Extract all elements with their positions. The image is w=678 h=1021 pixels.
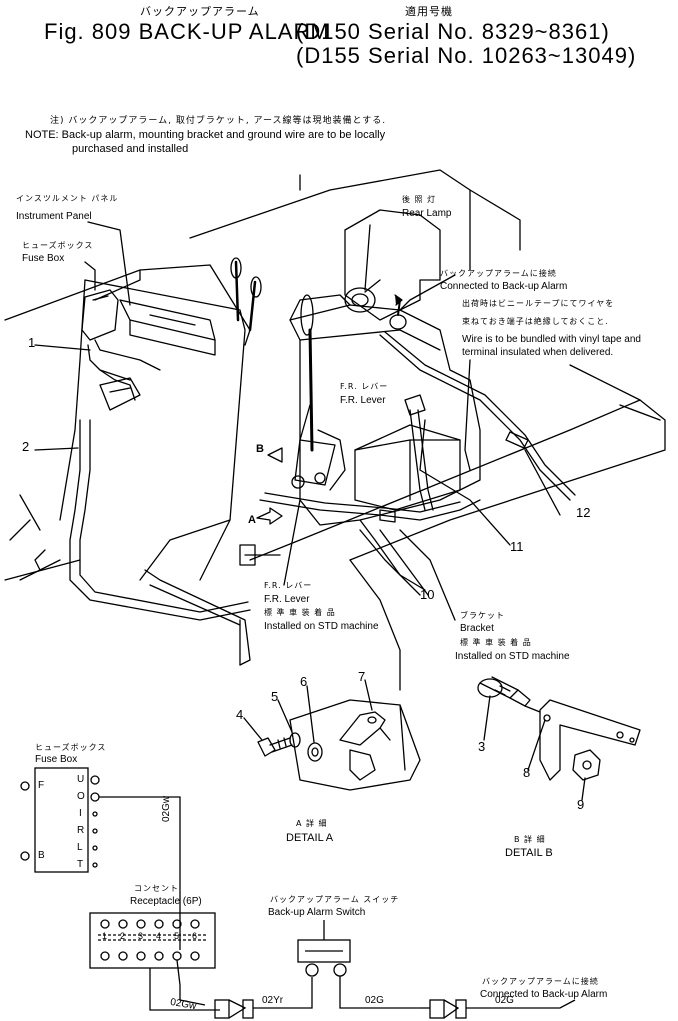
std-machine-label-2-jp: 標 準 車 装 着 品 <box>460 638 532 647</box>
figure-title: Fig. 809 BACK-UP ALARM <box>44 19 330 44</box>
arrow-a-label: A <box>248 514 256 526</box>
fr-lever-label-2-jp: F.R. レバー <box>264 581 313 590</box>
connected-2-label: Connected to Back-up Alarm <box>480 989 608 1000</box>
detail-b-label: DETAIL B <box>505 847 553 859</box>
wire-code-fuse: 02Gw <box>161 795 172 822</box>
rear-lamp-label: Rear Lamp <box>402 208 452 219</box>
bracket-label-jp: ブラケット <box>460 611 505 620</box>
connected-label-jp: バックアップアラームに接続 <box>440 269 557 278</box>
receptacle-pin-5: 5 <box>174 931 180 941</box>
fuse-terminal-i: I <box>79 808 82 819</box>
instrument-panel-label: Instrument Panel <box>16 211 92 222</box>
fuse-terminal-t: T <box>77 859 84 870</box>
std-machine-label: Installed on STD machine <box>264 621 379 632</box>
callout-11: 11 <box>510 539 524 554</box>
callout-1: 1 <box>28 335 36 350</box>
fr-lever-label-2: F.R. Lever <box>264 594 310 605</box>
receptacle-pin-4: 4 <box>156 931 162 941</box>
fuse-terminal-u: U <box>77 774 85 785</box>
receptacle-pin-6: 6 <box>192 931 198 941</box>
rear-lamp-label-jp: 後 照 灯 <box>402 195 437 204</box>
switch-label: Back-up Alarm Switch <box>268 907 366 918</box>
fuse-terminal-l: L <box>77 842 83 853</box>
callout-8: 8 <box>523 765 531 780</box>
detail-a-label: DETAIL A <box>286 832 334 844</box>
connected-label: Connected to Back-up Alarm <box>440 281 568 292</box>
receptacle-pin-2: 2 <box>120 931 126 941</box>
fuse-box-2-label: Fuse Box <box>35 754 78 765</box>
callout-12: 12 <box>576 505 591 520</box>
callout-2: 2 <box>22 439 30 454</box>
fuse-terminal-o: O <box>77 791 85 802</box>
receptacle-label: Receptacle (6P) <box>130 896 202 907</box>
fuse-box-label: Fuse Box <box>22 253 65 264</box>
callout-10: 10 <box>420 587 435 602</box>
serial-range-d150: (D150 Serial No. 8329~8361) <box>296 19 610 44</box>
std-machine-label-jp: 標 準 車 装 着 品 <box>264 608 336 617</box>
connected-2-label-jp: バックアップアラームに接続 <box>482 977 599 986</box>
wire-code-alarm: 02G <box>365 995 384 1006</box>
jp-title: バックアップアラーム <box>140 5 260 18</box>
wire-code-switch: 02Yr <box>262 995 284 1006</box>
instrument-panel-label-jp: インスツルメント パネル <box>16 194 119 203</box>
receptacle-pin-3: 3 <box>138 931 144 941</box>
serial-range-d155: (D155 Serial No. 10263~13049) <box>296 43 637 68</box>
callout-6: 6 <box>300 674 308 689</box>
note-line-1: NOTE: Back-up alarm, mounting bracket an… <box>25 129 386 141</box>
fr-lever-label-jp: F.R. レバー <box>340 382 389 391</box>
wire-note-jp-1: 出荷時はビニールテープにてワイヤを <box>462 299 615 308</box>
detail-b-label-jp: B 詳 細 <box>514 835 546 844</box>
fr-lever-label: F.R. Lever <box>340 395 386 406</box>
fuse-box-2-label-jp: ヒューズボックス <box>35 743 107 752</box>
fuse-side-b: B <box>38 850 45 861</box>
callout-4: 4 <box>236 707 244 722</box>
detail-a-label-jp: A 詳 細 <box>296 819 328 828</box>
wire-note-2: terminal insulated when delivered. <box>462 347 614 358</box>
callout-9: 9 <box>577 797 585 812</box>
wire-note-jp-2: 束ねておき端子は絶縁しておくこと. <box>462 317 609 326</box>
fuse-side-f: F <box>38 780 45 791</box>
fuse-box-label-jp: ヒューズボックス <box>22 241 94 250</box>
wire-code-alarm-2: 02G <box>495 995 514 1006</box>
arrow-b-label: B <box>256 443 264 455</box>
bracket-label: Bracket <box>460 623 494 634</box>
note-jp: 注) バックアップアラーム, 取付ブラケット, アース線等は現地装備とする. <box>50 116 387 126</box>
note-line-2: purchased and installed <box>72 143 189 155</box>
callout-3: 3 <box>478 739 486 754</box>
fuse-terminal-r: R <box>77 825 85 836</box>
wire-note-1: Wire is to be bundled with vinyl tape an… <box>462 334 641 345</box>
std-machine-label-2: Installed on STD machine <box>455 651 570 662</box>
receptacle-label-jp: コンセント <box>134 884 179 893</box>
callout-7: 7 <box>358 669 366 684</box>
receptacle-pin-1: 1 <box>102 931 108 941</box>
jp-applicable: 適用号機 <box>405 5 453 18</box>
callout-5: 5 <box>271 689 279 704</box>
switch-label-jp: バックアップアラーム スイッチ <box>270 895 400 904</box>
